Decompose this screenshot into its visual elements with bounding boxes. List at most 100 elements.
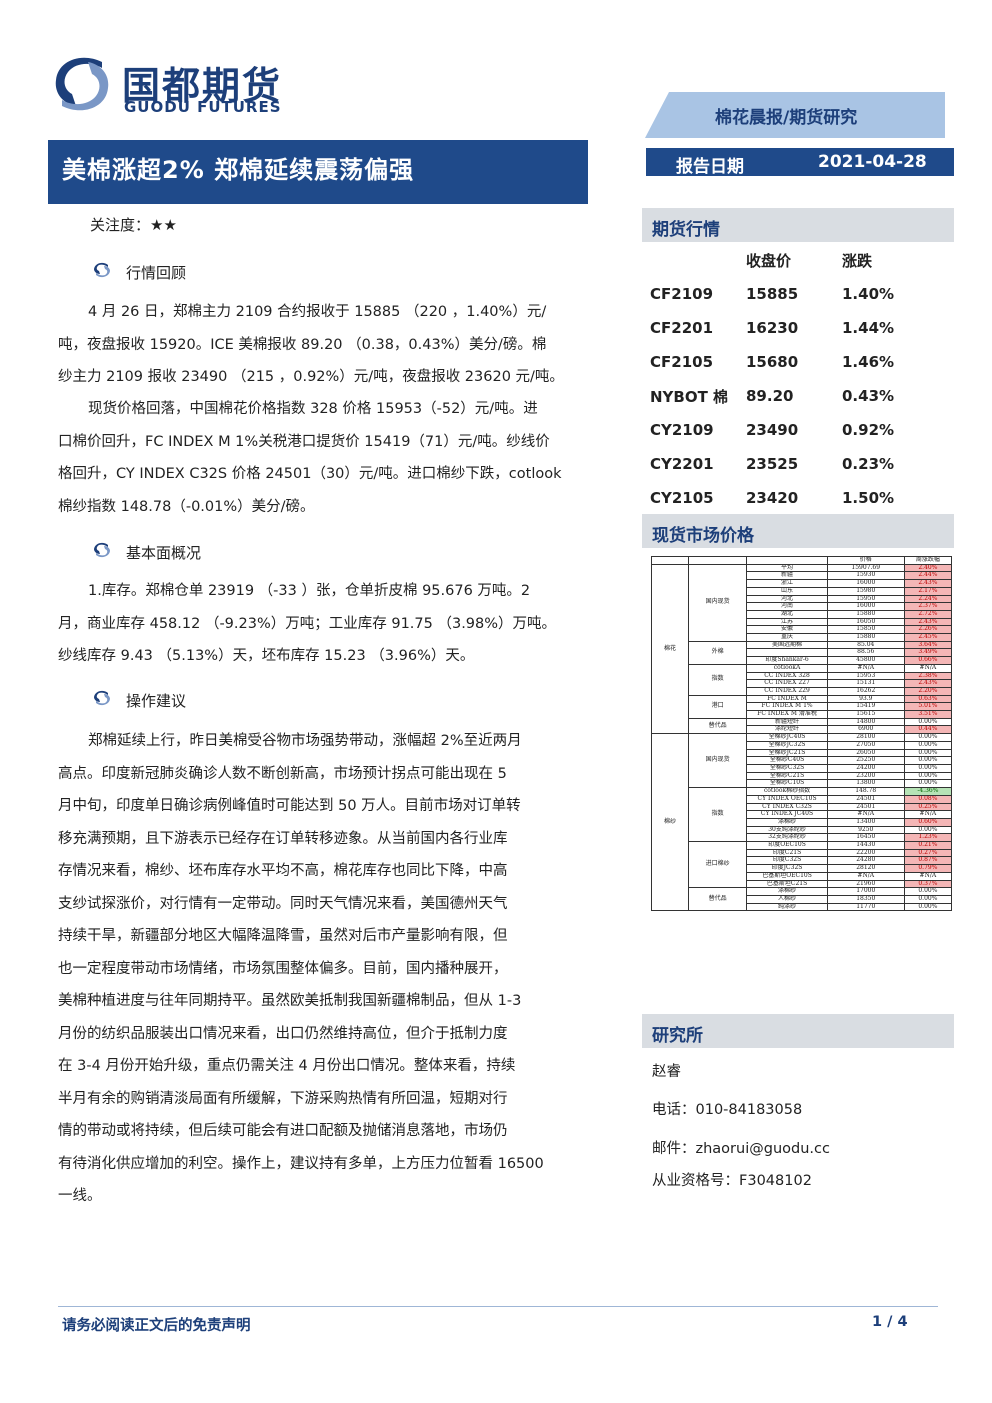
item-change: 0.00% [903, 887, 953, 896]
item-price: 13800 [826, 779, 905, 789]
item-change: 1.23% [903, 833, 953, 842]
item-change: 0.00% [903, 748, 953, 758]
item-price: 24200 [826, 764, 905, 773]
text-line: 口棉价回升，FC INDEX M 1%关税港口提货价 15419（71）元/吨。… [58, 433, 550, 450]
page-number: 1 / 4 [872, 1314, 908, 1330]
contract-name: NYBOT 棉 [650, 387, 729, 406]
item-change: 0.00% [903, 771, 953, 781]
item-name: 全棉纱JC40S [746, 733, 828, 742]
item-price: 9250 [826, 825, 905, 835]
report-type-text: 棉花晨报/期货研究 [715, 108, 858, 128]
item-name: 全棉纱C40S [746, 756, 828, 765]
futures-section-header [642, 208, 954, 242]
item-name: 江苏 [746, 617, 828, 627]
text-line: 月份的纺织品服装出口情况来看，出口仍然维持高位，但介于抵制力度 [58, 1025, 508, 1042]
item-name: 河北 [746, 594, 828, 604]
item-change: #N/A [903, 810, 953, 819]
logo-text-cn: 国都期货 [122, 64, 283, 108]
price-change: 1.50% [842, 489, 895, 507]
item-price: 15930 [826, 571, 905, 581]
text-line: 持续干旱，新疆部分地区大幅降温降雪，虽然对后市产量影响有限，但 [58, 928, 508, 944]
item-price: 23200 [826, 771, 905, 781]
date-label: 报告日期 [676, 157, 744, 177]
item-price: 15850 [826, 625, 905, 635]
table-header-change: 涨跌 [842, 251, 873, 270]
close-price: 89.20 [746, 387, 794, 405]
table-row: CY INDEX JC40S#N/A#N/A [652, 810, 953, 819]
group-label: 替代品 [688, 887, 748, 912]
group-label: 外棉 [688, 640, 748, 665]
item-price: 17000 [826, 887, 905, 896]
item-name: 印度JC32S [746, 864, 828, 873]
contract-name: CF2105 [650, 353, 714, 371]
table-header-empty [650, 243, 746, 277]
item-name: 印度OEC10S [746, 841, 828, 850]
analyst-name: 赵睿 [652, 1064, 681, 1080]
item-name: 河南 [746, 602, 828, 611]
item-price: 15615 [826, 710, 905, 719]
close-price: 16230 [746, 319, 799, 337]
group-label: 指数 [688, 663, 748, 696]
text-line: 情的带动或将持续，但后续可能会有进口配额及抛储消息落地，市场仍 [58, 1123, 508, 1139]
item-name: FC INDEX M 1% [746, 702, 828, 712]
table-header-close: 收盘价 [746, 251, 792, 270]
item-name: 安徽 [746, 625, 828, 635]
section-title-fundamentals: 基本面概况 [126, 544, 202, 562]
item-change: 0.60% [903, 817, 953, 827]
item-price: 15950 [826, 594, 905, 604]
report-type-banner [645, 92, 945, 138]
item-name: CC INDEX 229 [746, 686, 828, 696]
text-line: 存情况来看，棉纱、坯布库存水平均不高，棉花库存也同比下降，中高 [58, 863, 508, 879]
item-price: 21960 [826, 879, 905, 889]
item-name: CY INDEX C32S [746, 802, 828, 812]
fundamentals-paragraph: 1.库存。郑棉仓单 23919 （-33 ）张，仓单折皮棉 95.676 万吨。… [58, 575, 578, 673]
text-line: 郑棉延续上行，昨日美棉受谷物市场强势带动，涨幅超 2%至近两月 [88, 733, 522, 749]
section-title-advice: 操作建议 [126, 692, 187, 710]
item-price: 16000 [826, 602, 905, 611]
item-change: 2.26% [903, 625, 953, 635]
table-cell [746, 556, 828, 565]
item-name: 全棉纱JC32S [746, 740, 828, 750]
item-change: 0.66% [903, 656, 953, 665]
item-name: cotlook棉纱指数 [746, 787, 828, 796]
item-change: 0.00% [903, 717, 953, 727]
item-change: 0.37% [903, 879, 953, 889]
item-change: 0.21% [903, 841, 953, 850]
close-price: 23490 [746, 421, 799, 439]
close-price: 23420 [746, 489, 799, 507]
item-change: 5.01% [903, 702, 953, 712]
item-name: 重庆 [746, 633, 828, 642]
item-price: 15880 [826, 633, 905, 642]
table-header-change: 周涨跌幅 [903, 556, 953, 565]
item-name: 涤棉纱 [746, 817, 828, 827]
item-price: #N/A [826, 871, 905, 881]
item-change: 2.43% [903, 679, 953, 688]
item-price: 93.9 [826, 694, 905, 704]
item-name: cotlookA [746, 663, 828, 673]
item-change: 2.45% [903, 633, 953, 642]
table-header-row: 价格周涨跌幅 [650, 556, 953, 565]
contract-name: CF2109 [650, 285, 714, 303]
item-name: 30支纯涤纶纱 [746, 825, 828, 835]
item-price: 18350 [826, 894, 905, 904]
text-line: 一线。 [58, 1188, 102, 1204]
item-price: 6900 [826, 725, 905, 735]
text-line: 有待消化供应增加的利空。操作上，建议持有多单，上方压力位暂看 16500 [58, 1155, 544, 1172]
text-line: 1.库存。郑棉仓单 23919 （-33 ）张，仓单折皮棉 95.676 万吨。… [88, 583, 531, 599]
close-price: 15885 [746, 285, 799, 303]
text-line: 在 3-4 月份开始升级，重点仍需关注 4 月份出口情况。整体来看，持续 [58, 1058, 516, 1074]
item-change: 0.00% [903, 902, 953, 912]
item-price: 15131 [826, 679, 905, 688]
group-label: 进口棉纱 [688, 841, 748, 889]
price-change: 1.46% [842, 353, 895, 371]
item-change: 2.38% [903, 671, 953, 681]
logo-text-en: GUODU FUTURES [124, 98, 282, 116]
